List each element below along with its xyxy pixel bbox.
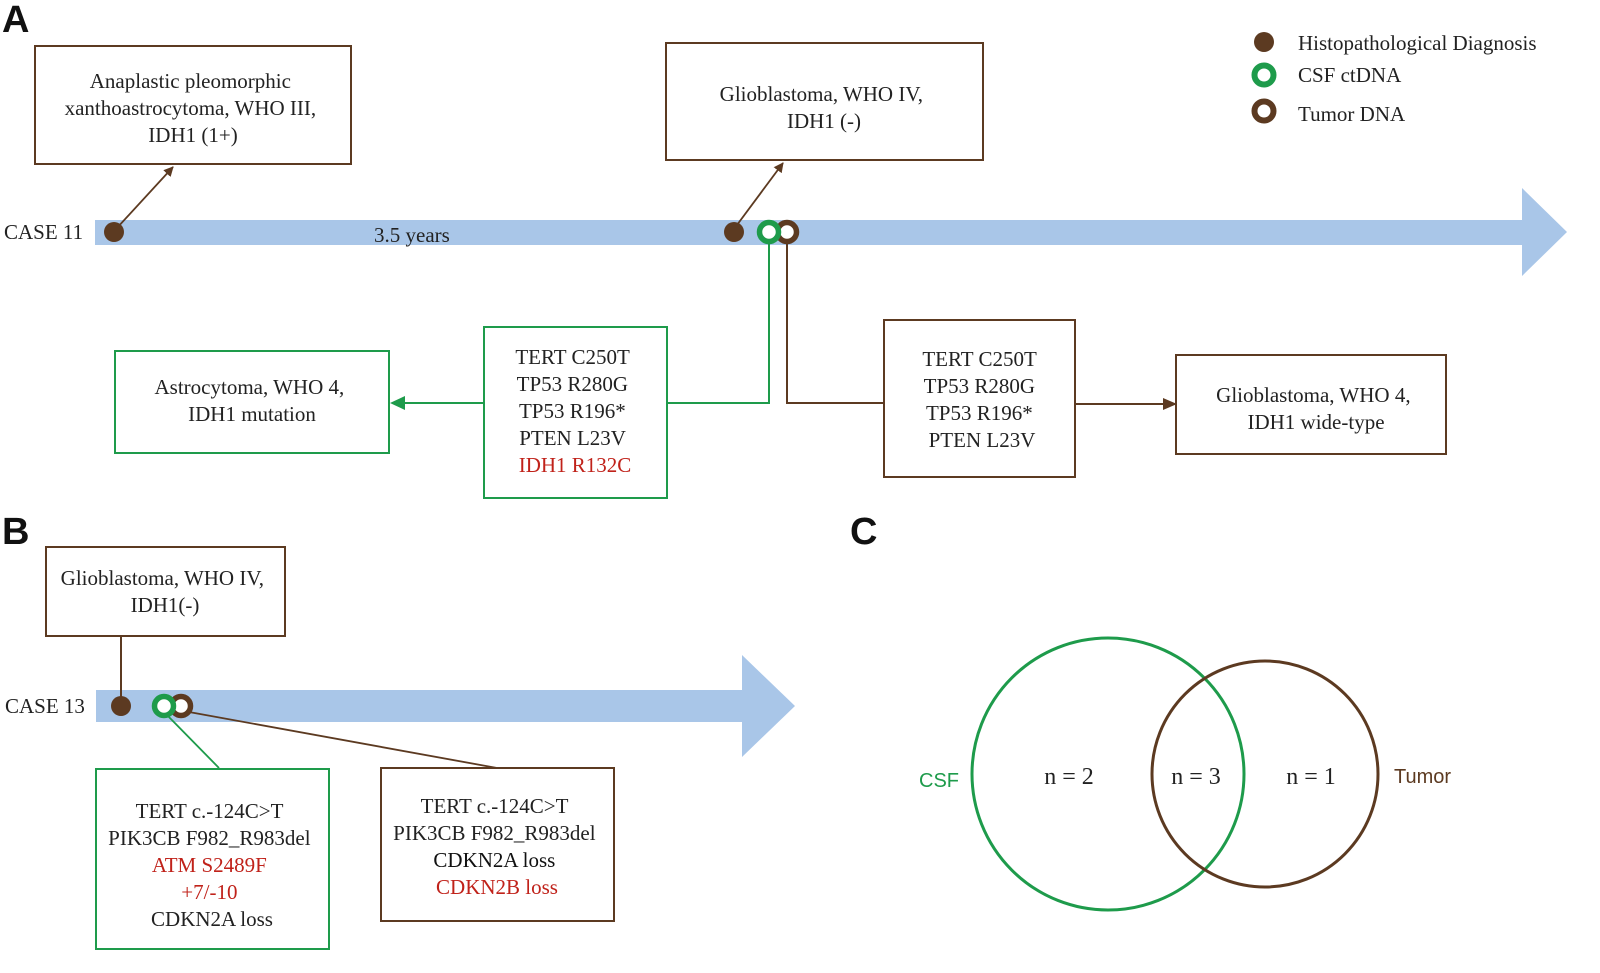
tumor-mutation-list: TERT C250T TP53 R280G TP53 R196* PTEN L2… bbox=[922, 347, 1041, 452]
mutation-item: TERT C250T bbox=[515, 345, 630, 369]
case-11-label: CASE 11 bbox=[4, 220, 83, 244]
case-13-label: CASE 13 bbox=[5, 694, 85, 718]
csf-ctdna-ring-icon bbox=[1251, 62, 1277, 88]
case-13-timeline-arrow bbox=[96, 655, 795, 757]
initial-diagnosis-line: IDH1 (1+) bbox=[148, 123, 237, 147]
case-13-diagnosis-box bbox=[45, 546, 286, 637]
case-11-timeline-arrow bbox=[95, 188, 1567, 276]
tumor-connector bbox=[786, 244, 884, 404]
csf-diagnosis-box bbox=[114, 350, 390, 454]
mutation-item: PIK3CB F982_R983del bbox=[393, 821, 596, 845]
shared-count: n = 3 bbox=[1171, 764, 1221, 790]
recurrence-diagnosis-box bbox=[665, 42, 984, 161]
csf-mutation-list: TERT c.-124C>T PIK3CB F982_R983del ATM S… bbox=[108, 799, 316, 931]
mutation-item: TERT C250T bbox=[922, 347, 1037, 371]
mutation-item-highlight: IDH1 R132C bbox=[519, 453, 632, 477]
csf-diagnosis-line: IDH1 mutation bbox=[188, 402, 316, 426]
csf-ctdna-ring-icon bbox=[756, 219, 782, 245]
tumor-diagnosis-line: Glioblastoma, WHO 4, bbox=[1216, 383, 1410, 407]
mutation-item: TP53 R280G bbox=[924, 374, 1035, 398]
initial-diagnosis-box bbox=[34, 45, 352, 165]
csf-mutation-box bbox=[483, 326, 668, 499]
legend-csf-label: CSF ctDNA bbox=[1298, 63, 1402, 87]
csf-only-count: n = 2 bbox=[1044, 764, 1094, 790]
histopathology-dot-icon bbox=[1254, 32, 1274, 52]
tumor-mutation-box bbox=[883, 319, 1076, 478]
mutation-item-highlight: +7/-10 bbox=[181, 880, 237, 904]
mutation-item: PIK3CB F982_R983del bbox=[108, 826, 311, 850]
csf-mutation-list: TERT C250T TP53 R280G TP53 R196* PTEN L2… bbox=[515, 345, 634, 477]
tumor-only-count: n = 1 bbox=[1286, 764, 1336, 790]
initial-diagnosis-text: Anaplastic pleomorphic xanthoastrocytoma… bbox=[65, 69, 322, 147]
tumor-set-label: Tumor bbox=[1394, 766, 1451, 788]
recurrence-diagnosis-line: Glioblastoma, WHO IV, bbox=[720, 82, 923, 106]
recurrence-diagnosis-line: IDH1 (-) bbox=[787, 109, 861, 133]
histopathology-dot-icon bbox=[111, 696, 131, 716]
csf-diagnosis-line: Astrocytoma, WHO 4, bbox=[155, 375, 345, 399]
csf-ctdna-ring-icon bbox=[151, 693, 177, 719]
csf-mutation-box bbox=[95, 768, 330, 950]
mutation-item-highlight: ATM S2489F bbox=[152, 853, 267, 877]
initial-diagnosis-line: Anaplastic pleomorphic bbox=[90, 69, 291, 93]
initial-diagnosis-pointer bbox=[115, 166, 174, 230]
tumor-diagnosis-box bbox=[1175, 354, 1447, 455]
panel-a-label: A bbox=[2, 0, 29, 41]
mutation-item: TP53 R280G bbox=[517, 372, 628, 396]
csf-set-label: CSF bbox=[919, 770, 959, 792]
panel-c-label: C bbox=[850, 511, 877, 553]
case-13-diagnosis-line: Glioblastoma, WHO IV, bbox=[61, 566, 264, 590]
recurrence-diagnosis-text: Glioblastoma, WHO IV, IDH1 (-) bbox=[720, 82, 929, 133]
case-13-diagnosis-text: Glioblastoma, WHO IV, IDH1(-) bbox=[61, 566, 270, 617]
csf-diagnosis-text: Astrocytoma, WHO 4, IDH1 mutation bbox=[155, 375, 350, 426]
panel-b-label: B bbox=[2, 511, 29, 553]
tumor-diagnosis-line: IDH1 wide-type bbox=[1247, 410, 1384, 434]
mutation-item: TP53 R196* bbox=[926, 401, 1033, 425]
mutation-item: TP53 R196* bbox=[519, 399, 626, 423]
tumor-set-circle bbox=[1150, 659, 1380, 889]
initial-diagnosis-line: xanthoastrocytoma, WHO III, bbox=[65, 96, 317, 120]
mutation-item-highlight: CDKN2B loss bbox=[436, 875, 558, 899]
legend-histopathology-label: Histopathological Diagnosis bbox=[1298, 31, 1537, 55]
recurrence-diagnosis-pointer bbox=[733, 162, 784, 230]
mutation-item: CDKN2A loss bbox=[433, 848, 555, 872]
tumor-mutation-list: TERT c.-124C>T PIK3CB F982_R983del CDKN2… bbox=[393, 794, 601, 899]
tumor-connector bbox=[188, 711, 498, 769]
csf-connector bbox=[667, 244, 770, 404]
mutation-item: PTEN L23V bbox=[519, 426, 626, 450]
duration-label: 3.5 years bbox=[374, 223, 450, 247]
csf-connector bbox=[165, 713, 220, 769]
tumor-diagnosis-text: Glioblastoma, WHO 4, IDH1 wide-type bbox=[1216, 383, 1416, 434]
mutation-item: CDKN2A loss bbox=[151, 907, 273, 931]
mutation-item: TERT c.-124C>T bbox=[136, 799, 284, 823]
histopathology-dot-icon bbox=[724, 222, 744, 242]
legend: Histopathological Diagnosis CSF ctDNA Tu… bbox=[1251, 31, 1537, 126]
arrowhead bbox=[390, 396, 405, 410]
legend-tumor-label: Tumor DNA bbox=[1298, 102, 1406, 126]
mutation-item: TERT c.-124C>T bbox=[421, 794, 569, 818]
csf-set-circle bbox=[970, 636, 1246, 912]
mutation-item: PTEN L23V bbox=[929, 428, 1036, 452]
case-13-diagnosis-line: IDH1(-) bbox=[131, 593, 200, 617]
tumor-dna-ring-icon bbox=[1251, 98, 1277, 124]
tumor-mutation-box bbox=[380, 767, 615, 922]
histopathology-dot-icon bbox=[104, 222, 124, 242]
